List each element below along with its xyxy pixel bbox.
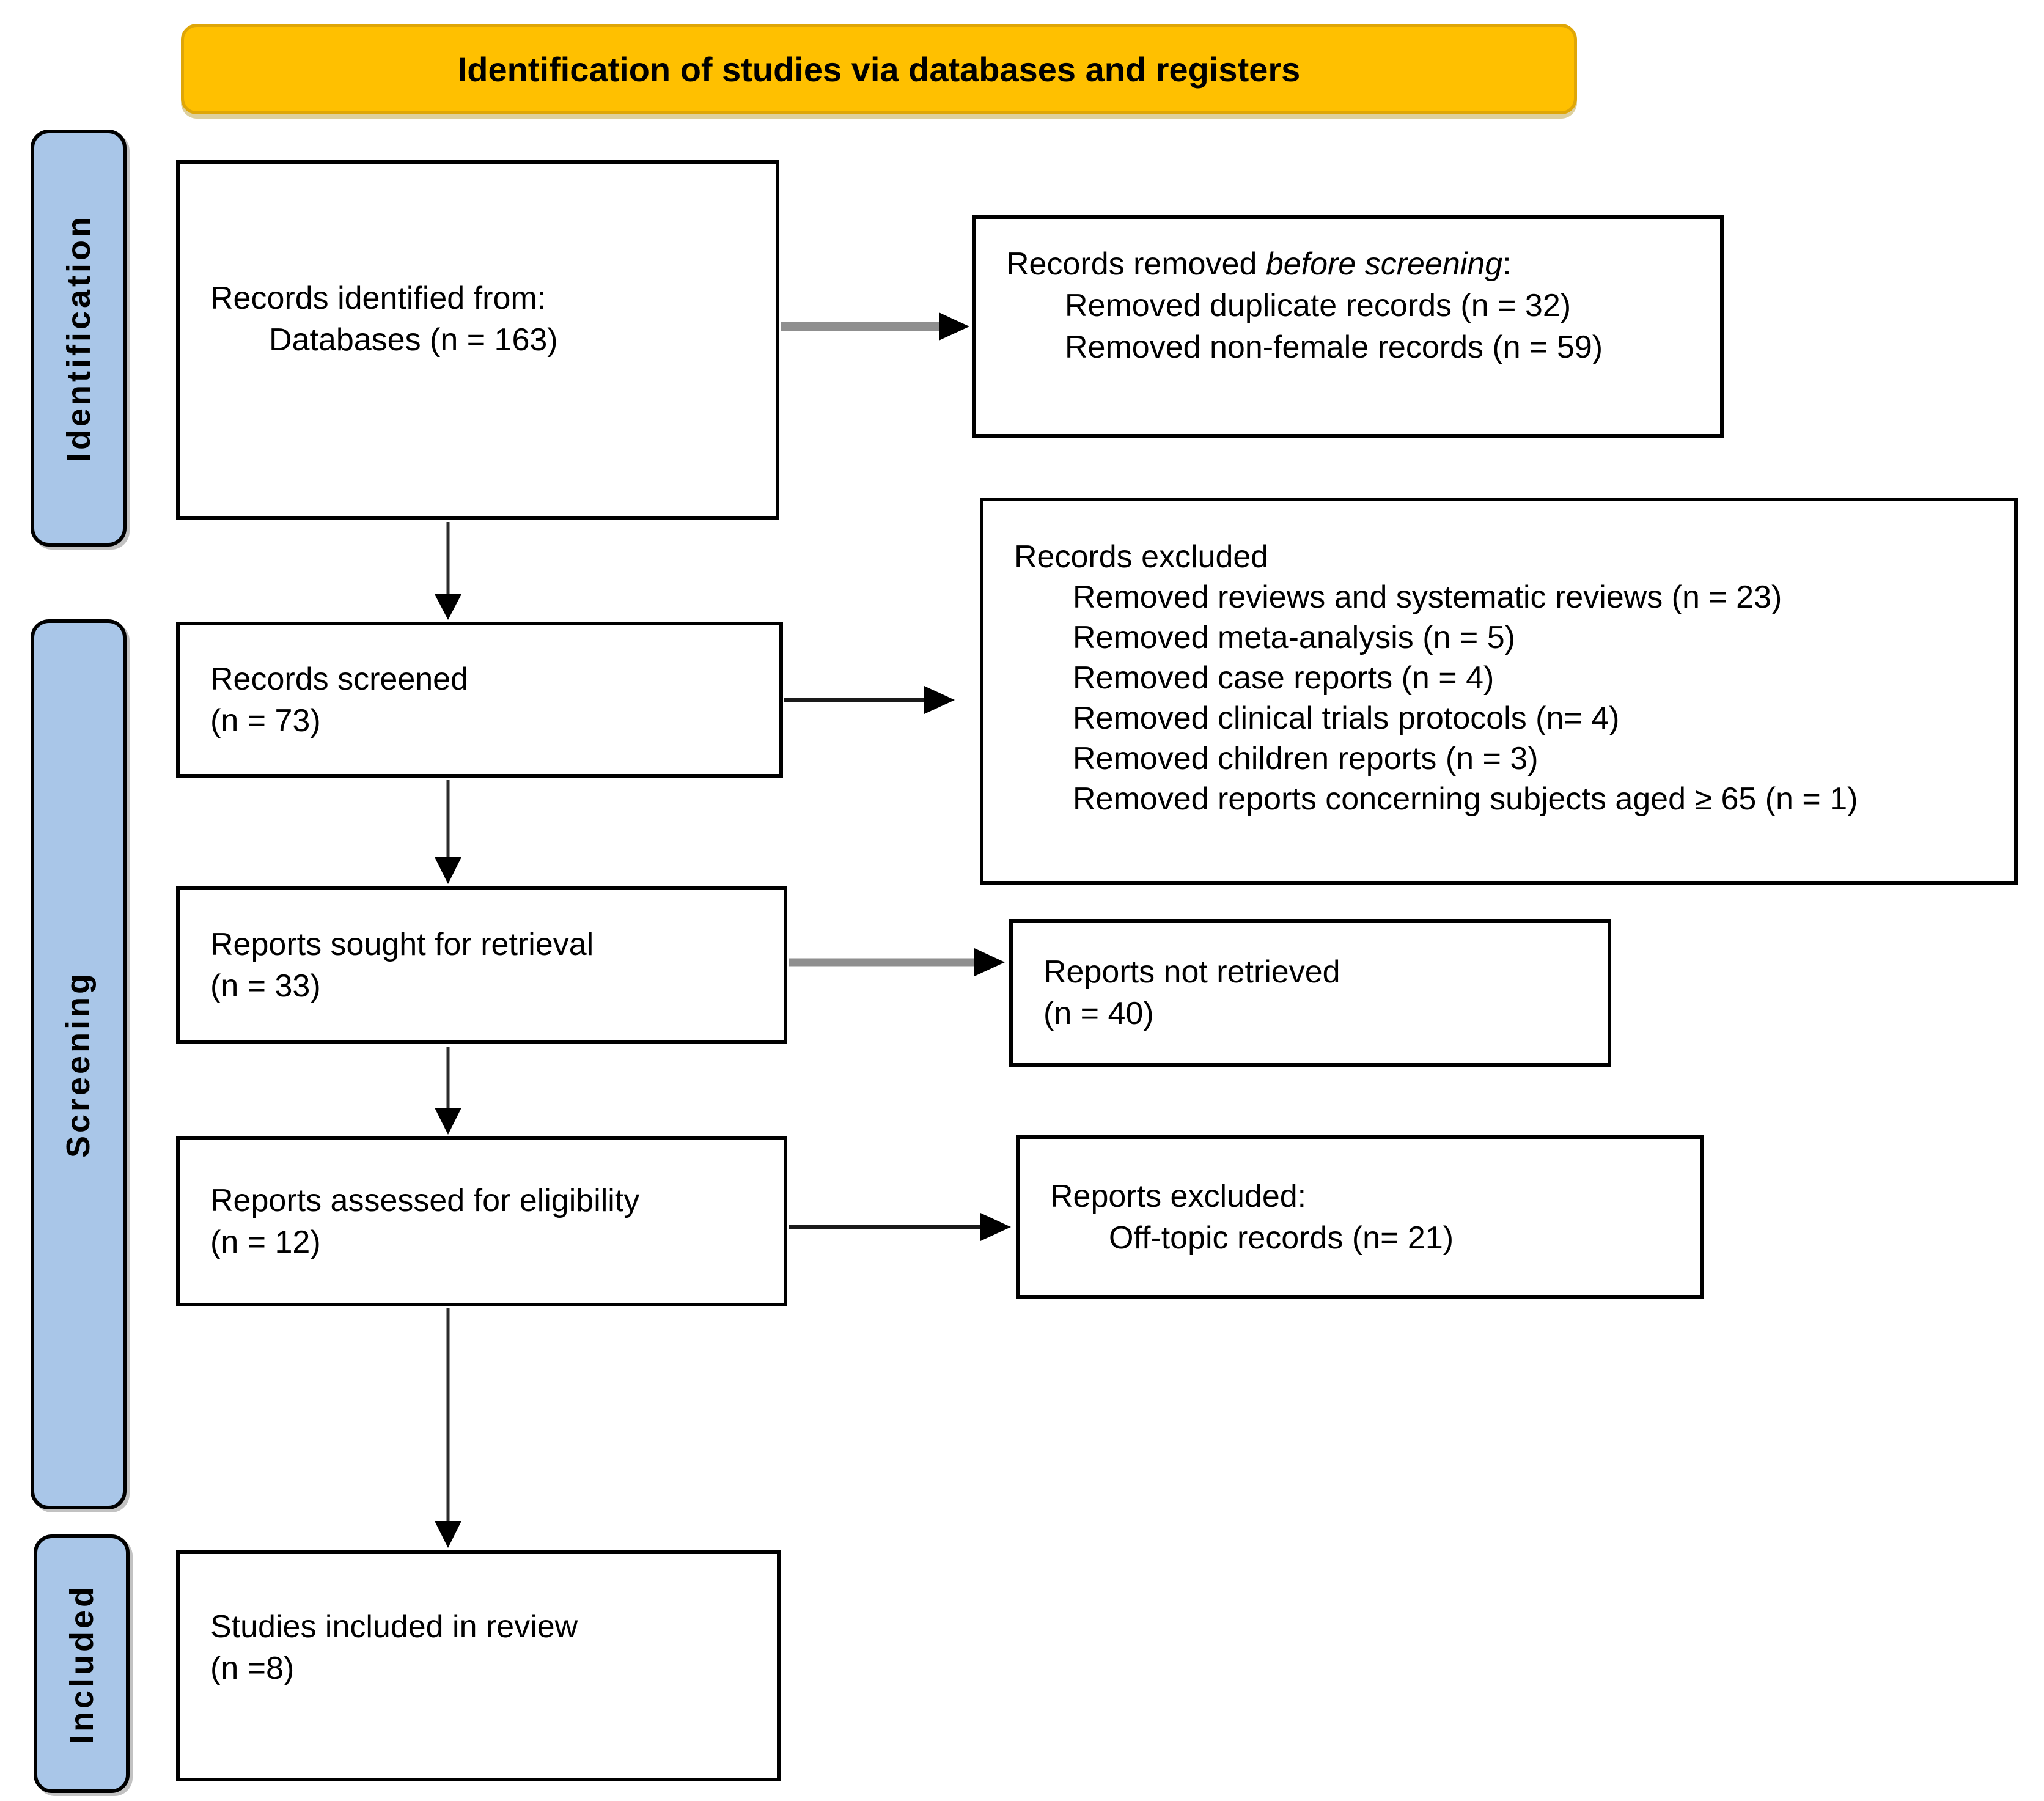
records-excluded-item2: Removed meta-analysis (n = 5): [1073, 620, 1515, 655]
records-removed-title: Records removed before screening:: [1006, 243, 1705, 285]
box-reports-not-retrieved-text: Reports not retrieved (n = 40): [1043, 951, 1593, 1034]
reports-assessed-line1: Reports assessed for eligibility: [210, 1183, 640, 1218]
reports-sought-line1: Reports sought for retrieval: [210, 927, 594, 962]
arrow-right-identified-to-removed: [781, 312, 969, 341]
box-reports-assessed: Reports assessed for eligibility (n = 12…: [176, 1136, 787, 1306]
stage-label-identification-text: Identification: [60, 214, 97, 462]
stage-label-included-text: Included: [63, 1583, 100, 1744]
reports-assessed-line2: (n = 12): [210, 1225, 321, 1260]
title-banner-label: Identification of studies via databases …: [457, 50, 1301, 89]
title-banner: Identification of studies via databases …: [181, 24, 1577, 114]
records-removed-title-italic: before screening: [1265, 246, 1503, 282]
box-reports-sought: Reports sought for retrieval (n = 33): [176, 886, 787, 1044]
box-records-identified-text: Records identified from: Databases (n = …: [210, 278, 761, 361]
box-records-screened-text: Records screened (n = 73): [210, 658, 765, 742]
records-excluded-item1: Removed reviews and systematic reviews (…: [1073, 580, 1782, 615]
records-removed-item2: Removed non-female records (n = 59): [1065, 330, 1603, 365]
records-removed-item1: Removed duplicate records (n = 32): [1065, 288, 1572, 323]
box-records-identified: Records identified from: Databases (n = …: [176, 160, 779, 520]
records-removed-title-suffix: :: [1502, 246, 1512, 282]
arrow-down-sought-to-assessed: [435, 1047, 461, 1135]
box-studies-included: Studies included in review (n =8): [176, 1550, 781, 1781]
reports-sought-line2: (n = 33): [210, 968, 321, 1004]
records-screened-line2: (n = 73): [210, 702, 321, 738]
arrow-down-identified-to-screened: [435, 522, 461, 620]
stage-label-identification: Identification: [31, 130, 127, 547]
records-screened-line1: Records screened: [210, 661, 468, 697]
reports-not-retrieved-line1: Reports not retrieved: [1043, 954, 1340, 990]
box-reports-excluded-text: Reports excluded: Off-topic records (n= …: [1050, 1176, 1685, 1259]
records-excluded-item4: Removed clinical trials protocols (n= 4): [1073, 701, 1620, 736]
records-identified-line2: Databases (n = 163): [269, 322, 558, 358]
reports-excluded-item1: Off-topic records (n= 21): [1109, 1220, 1454, 1256]
box-reports-excluded: Reports excluded: Off-topic records (n= …: [1016, 1135, 1704, 1299]
records-excluded-title: Records excluded: [1014, 539, 1269, 575]
studies-included-line2: (n =8): [210, 1651, 295, 1686]
records-excluded-item6: Removed reports concerning subjects aged…: [1073, 781, 1858, 817]
box-reports-assessed-text: Reports assessed for eligibility (n = 12…: [210, 1180, 769, 1263]
records-identified-line1: Records identified from:: [210, 281, 546, 316]
arrow-right-screened-to-excluded: [784, 686, 955, 714]
records-excluded-item5: Removed children reports (n = 3): [1073, 741, 1539, 776]
arrow-down-screened-to-sought: [435, 780, 461, 884]
records-excluded-item3: Removed case reports (n = 4): [1073, 660, 1494, 696]
box-studies-included-text: Studies included in review (n =8): [210, 1606, 762, 1689]
reports-excluded-title: Reports excluded:: [1050, 1179, 1307, 1214]
stage-label-screening: Screening: [31, 619, 127, 1509]
stage-label-included: Included: [34, 1534, 130, 1793]
arrow-down-assessed-to-included: [435, 1308, 461, 1548]
studies-included-line1: Studies included in review: [210, 1609, 578, 1644]
box-records-excluded: Records excluded Removed reviews and sys…: [980, 498, 2018, 885]
arrow-right-assessed-to-reportsexcluded: [789, 1213, 1011, 1241]
reports-not-retrieved-line2: (n = 40): [1043, 996, 1154, 1031]
box-records-removed: Records removed before screening: Remove…: [972, 215, 1724, 438]
records-removed-title-prefix: Records removed: [1006, 246, 1266, 282]
arrow-right-sought-to-notretrieved: [789, 948, 1005, 976]
box-reports-not-retrieved: Reports not retrieved (n = 40): [1009, 919, 1611, 1067]
box-reports-sought-text: Reports sought for retrieval (n = 33): [210, 924, 769, 1007]
stage-label-screening-text: Screening: [60, 970, 97, 1158]
box-records-screened: Records screened (n = 73): [176, 622, 783, 778]
